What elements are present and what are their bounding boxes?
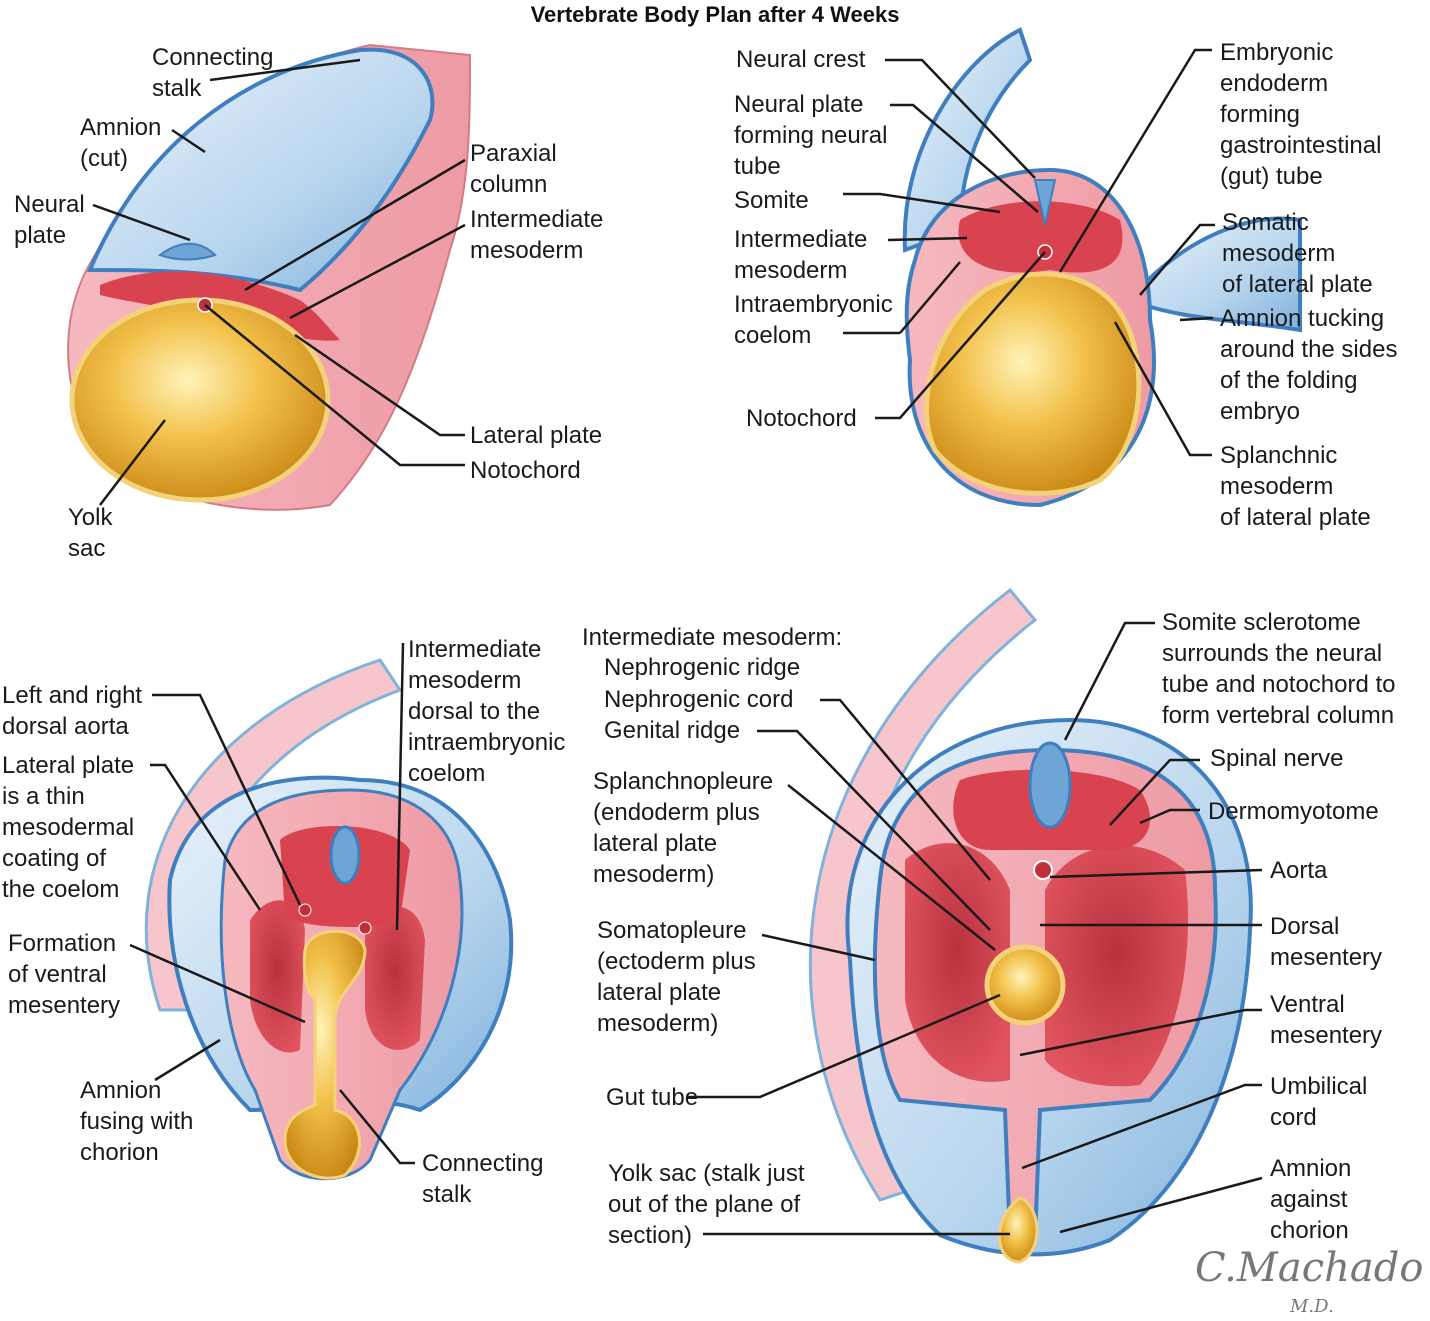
tl-neural-plate <box>157 242 217 261</box>
label-connecting-stalk-bl: Connecting stalk <box>422 1150 544 1208</box>
bl-right-cavity <box>365 906 425 1050</box>
label-amnion-against-chorion: Amnion against chorion <box>1270 1155 1352 1244</box>
artist-signature: C.Machado <box>1195 1245 1424 1291</box>
label-amnion-fusing: Amnion fusing with chorion <box>80 1077 194 1166</box>
label-somatopleure: Somatopleure (ectoderm plus lateral plat… <box>597 917 756 1037</box>
label-ventral-mesentery-formation: Formation of ventral mesentery <box>8 930 121 1019</box>
label-amnion-cut: Amnion (cut) <box>80 114 162 172</box>
panel-bottom-left-illustration <box>144 658 514 1181</box>
label-neural-crest: Neural crest <box>736 46 866 73</box>
label-connecting-stalk-tl: Connecting stalk <box>152 44 274 102</box>
tr-neural-tube <box>1033 179 1057 226</box>
label-dorsal-mesentery: Dorsal mesentery <box>1270 913 1383 971</box>
label-yolk-sac-tl: Yolk sac <box>68 504 113 562</box>
bl-yolk-stalk <box>283 929 367 1180</box>
leader-lines <box>92 48 1263 1236</box>
label-somite: Somite <box>734 187 809 214</box>
label-notochord-tl: Notochord <box>470 457 581 484</box>
label-gut-tube: Gut tube <box>606 1084 699 1111</box>
bl-aorta-left <box>298 903 312 917</box>
br-aorta <box>1033 860 1053 880</box>
label-umbilical-cord: Umbilical cord <box>1270 1073 1368 1131</box>
label-embryonic-endoderm: Embryonic endoderm forming gastrointesti… <box>1220 39 1382 190</box>
panel-top-right-illustration <box>902 27 1302 508</box>
label-dorsal-aorta: Left and right dorsal aorta <box>2 682 143 740</box>
label-somite-sclerotome: Somite sclerotome surrounds the neural t… <box>1162 609 1396 729</box>
label-dermomyotome: Dermomyotome <box>1208 798 1379 825</box>
label-nephrogenic-cord: Nephrogenic cord <box>604 686 794 713</box>
label-somatic-mesoderm: Somatic mesoderm of lateral plate <box>1222 209 1373 298</box>
label-neural-plate: Neural plate <box>14 191 85 249</box>
br-gut-tube <box>984 944 1066 1026</box>
label-lateral-plate-thin: Lateral plate is a thin mesodermal coati… <box>2 752 135 903</box>
label-intermediate-dorsal: Intermediate mesoderm dorsal to the intr… <box>408 636 566 787</box>
panel-bottom-right-illustration <box>808 587 1253 1264</box>
label-intermediate-mesoderm-tr: Intermediate mesoderm <box>734 226 868 284</box>
label-intraembryonic-coelom: Intraembryonic coelom <box>734 291 893 349</box>
label-nephrogenic-ridge: Nephrogenic ridge <box>604 654 801 681</box>
label-splanchnic-mesoderm: Splanchnic mesoderm of lateral plate <box>1220 442 1371 531</box>
br-left-cavity <box>905 843 1010 1082</box>
label-amnion-tucking: Amnion tucking around the sides of the f… <box>1220 305 1398 425</box>
br-yolk-sac <box>997 1196 1039 1264</box>
label-lateral-plate: Lateral plate <box>470 422 603 449</box>
label-paraxial-column: Paraxial column <box>470 140 557 198</box>
tr-amnion-right <box>1126 216 1302 333</box>
tl-yolk-sac <box>69 297 331 503</box>
label-spinal-nerve: Spinal nerve <box>1210 745 1344 772</box>
label-intermediate-mesoderm-br: Intermediate mesoderm: <box>582 624 843 651</box>
label-notochord-tr: Notochord <box>746 405 857 432</box>
label-genital-ridge: Genital ridge <box>604 717 741 744</box>
artist-signature-suffix: M.D. <box>1290 1296 1334 1317</box>
label-aorta: Aorta <box>1270 857 1328 884</box>
bl-aorta-right <box>358 921 372 935</box>
tr-mesoderm <box>958 201 1123 273</box>
bl-left-cavity <box>250 900 305 1053</box>
br-right-cavity <box>1045 845 1188 1087</box>
label-intermediate-mesoderm-tl: Intermediate mesoderm <box>470 206 604 264</box>
diagram-title: Vertebrate Body Plan after 4 Weeks <box>530 2 900 27</box>
label-neural-plate-tube: Neural plate forming neural tube <box>734 91 888 180</box>
tr-yolk-sac <box>924 271 1142 496</box>
label-yolk-sac-br: Yolk sac (stalk just out of the plane of… <box>608 1160 805 1249</box>
panel-top-left-illustration <box>67 43 472 511</box>
br-neural-tube <box>1028 741 1072 829</box>
label-ventral-mesentery: Ventral mesentery <box>1270 991 1383 1049</box>
tr-amnion-left <box>902 27 1033 253</box>
bl-neural-tube <box>329 825 361 885</box>
label-splanchnopleure: Splanchnopleure (endoderm plus lateral p… <box>593 768 774 888</box>
